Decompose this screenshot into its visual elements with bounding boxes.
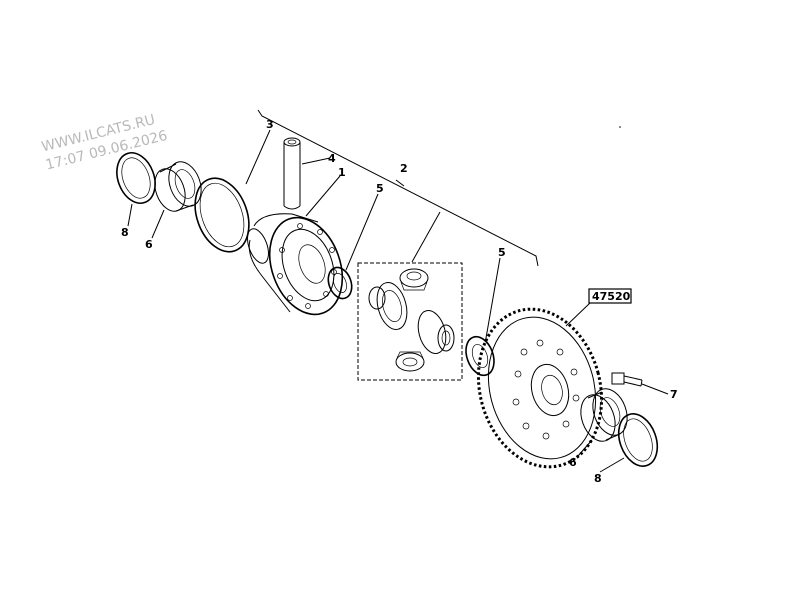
differential-case-1[interactable] xyxy=(243,207,355,324)
side-gear-right[interactable] xyxy=(414,307,455,356)
bearing-6-right[interactable] xyxy=(575,384,633,446)
ring-gear[interactable] xyxy=(461,295,618,481)
callout-2[interactable]: 2 xyxy=(400,162,408,175)
shim-ring-3[interactable] xyxy=(186,171,259,260)
leader-lines xyxy=(127,129,669,473)
callout-4[interactable]: 4 xyxy=(328,152,336,165)
callout-8-left[interactable]: 8 xyxy=(121,226,129,239)
callout-3[interactable]: 3 xyxy=(266,118,274,131)
snap-ring-8-right[interactable] xyxy=(612,408,664,471)
reference-box-47520[interactable]: 47520 xyxy=(588,288,632,304)
pinion-gear-bottom[interactable] xyxy=(395,351,425,372)
callout-5-right[interactable]: 5 xyxy=(498,246,506,259)
snap-ring-8-left[interactable] xyxy=(110,147,162,208)
thrust-washer-5-left[interactable] xyxy=(324,264,356,302)
reference-box-label: 47520 xyxy=(592,290,631,303)
bearing-6-left[interactable] xyxy=(149,157,207,215)
pinion-shaft-4[interactable] xyxy=(283,137,301,210)
callout-6-right[interactable]: 6 xyxy=(569,456,577,469)
gear-set-group-box xyxy=(357,262,463,381)
callout-8-right[interactable]: 8 xyxy=(594,472,602,485)
callout-1[interactable]: 1 xyxy=(338,166,346,179)
assembly-bracket-2 xyxy=(257,109,539,267)
pinion-gear-top[interactable] xyxy=(399,268,429,291)
callout-6-left[interactable]: 6 xyxy=(145,238,153,251)
callout-7[interactable]: 7 xyxy=(670,388,678,401)
ring-gear-bolt-7[interactable] xyxy=(611,372,643,387)
callout-5-left[interactable]: 5 xyxy=(376,182,384,195)
side-gear-left[interactable] xyxy=(368,279,412,333)
